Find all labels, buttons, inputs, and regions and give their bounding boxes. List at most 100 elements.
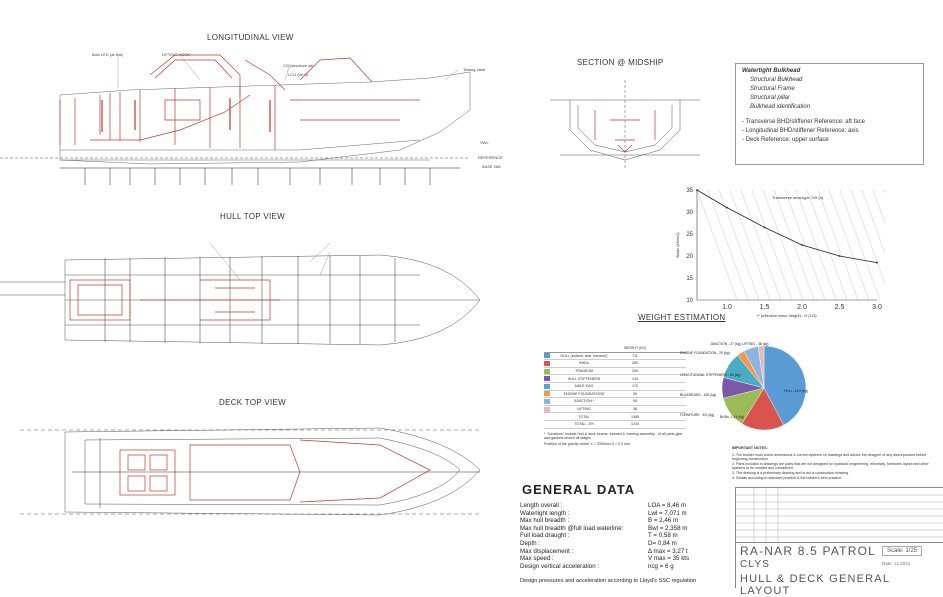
- legend-item: Bulkhead identification: [750, 104, 811, 110]
- x-tick-label: 3.0: [872, 304, 882, 311]
- weight-pie-chart: HULL: 41% (kg) BHDs: 2.14 (kg) FURNITURE -…: [680, 342, 808, 431]
- hatch-line: [795, 189, 837, 301]
- weight-item-value: 711: [632, 353, 638, 358]
- weight-footnote: * "Junctions" include Hull & deck beams,…: [544, 431, 683, 440]
- pie-label: JUNCTION - 27 (kg): [710, 342, 741, 346]
- weight-item-value: 206: [632, 369, 638, 374]
- pressure-curve: [696, 189, 878, 263]
- weight-estimation-title: WEIGHT ESTIMATION: [638, 313, 726, 322]
- legend-note: - Longitudinal BHD/stiffener Reference: …: [742, 128, 859, 134]
- hatch-line: [696, 189, 738, 301]
- lifting-hook-label: LIFTING HOOK: [162, 52, 191, 57]
- general-data-value: Bwl = 2,358 m: [648, 524, 688, 532]
- hatch-line: [718, 189, 760, 301]
- curve-point: [763, 226, 766, 229]
- reference-label: REFERENCE: [478, 155, 503, 160]
- general-data-label: Full load draught :: [520, 532, 570, 540]
- hull-top-view-title: HULL TOP VIEW: [220, 212, 285, 221]
- hatch-line: [784, 189, 826, 301]
- general-data-label: Length overall :: [520, 502, 563, 509]
- weight-item-name: LIFTING: [577, 407, 591, 412]
- legend-note: - Transverse BHD/stiffener Reference: af…: [742, 119, 865, 125]
- deck-top-view-title: DECK TOP VIEW: [219, 398, 287, 407]
- towing-cleat-label: Towing cleat: [463, 67, 486, 72]
- curve-point: [801, 244, 803, 246]
- weight-item-value: 1240: [631, 422, 639, 427]
- general-data-value: ncg = 6 g: [648, 562, 674, 570]
- lcg-label: LCG (ref 0): [288, 72, 309, 77]
- general-data-keys: Length overall :Waterlight length :Max h…: [520, 502, 623, 570]
- hatch-line: [872, 189, 885, 224]
- pie-slice: [763, 345, 807, 426]
- weight-item-name: ENGINE FOUNDATIONS: [563, 391, 605, 396]
- note-item: 4. Details according to standard practic…: [732, 475, 843, 480]
- general-data-label: Design vertical acceleration :: [520, 562, 600, 570]
- section-midship-title: SECTION @ MIDSHIP: [577, 58, 664, 67]
- title-block: RA-NAR 8.5 PATROL Scale: 1/25 CLYS Date:…: [735, 487, 943, 597]
- gravity-center: Position of the gravity center X = 3300m…: [544, 441, 631, 446]
- project-name: RA-NAR 8.5 PATROL: [740, 544, 876, 558]
- curve-point: [876, 261, 878, 264]
- hatch-line: [707, 189, 749, 301]
- x-tick-label: 1.0: [722, 304, 732, 311]
- weight-item-name: HULL STIFFENERS: [567, 376, 601, 381]
- note-item: 2. Parts included in drawings are parts …: [732, 461, 929, 471]
- weight-item-value: 134: [632, 376, 638, 381]
- weight-row: HULL (bottom, side, transom)711: [544, 353, 686, 361]
- weight-swatch: [544, 383, 550, 389]
- date-box: Date: 12.2021: [882, 561, 911, 566]
- y-tick-label: 30: [686, 210, 693, 216]
- general-data-title: GENERAL DATA: [522, 482, 636, 497]
- y-tick-label: 25: [686, 232, 693, 238]
- weight-item-value: 170: [632, 384, 638, 389]
- curve-point: [838, 255, 841, 257]
- y-tick-label: 10: [686, 298, 693, 304]
- y-tick-label: 20: [686, 254, 693, 260]
- weight-item-name: MULE KAG: [574, 384, 594, 389]
- general-data-value: Lwl = 7,071 m: [648, 509, 687, 517]
- pie-slice: [741, 387, 784, 431]
- weight-swatch: [544, 391, 550, 397]
- hatch-line: [751, 189, 793, 301]
- weight-item-value: 95: [633, 399, 637, 404]
- weight-row: TOTAL - 3%1240: [544, 421, 686, 429]
- general-data-label: Max speed :: [520, 555, 554, 563]
- hatch-line: [850, 189, 885, 285]
- pie-label: FURNITURE - 8.0 (kg): [680, 413, 714, 417]
- general-data-label: Depth :: [520, 539, 540, 547]
- weight-row: HULL STIFFENERS 134: [544, 375, 686, 383]
- weight-swatch: [544, 422, 550, 427]
- cg-label: CG (structure wt): [283, 63, 314, 68]
- weight-swatch: [544, 368, 550, 374]
- drawing-title: HULL & DECK GENERAL LAYOUT: [740, 573, 890, 597]
- general-data-value: Δ max = 3,27 t: [648, 547, 688, 555]
- hatch-line: [839, 189, 881, 301]
- hatch-line: [740, 189, 782, 301]
- hatch-line: [817, 189, 859, 301]
- deck-top-view-drawing: [20, 427, 481, 516]
- swl-label: SWL: [480, 140, 489, 145]
- general-data-label: Waterlight length :: [520, 509, 570, 517]
- weight-swatch: [544, 398, 550, 404]
- legend-note: - Deck Reference: upper surface: [742, 137, 829, 143]
- pie-label: LONGITUDINAL STIFFENERS - 50 (kg): [680, 373, 741, 377]
- scale-box: Scale: 1/25: [882, 546, 923, 556]
- x-tick-label: 1.5: [760, 304, 770, 311]
- x-tick-label: 2.0: [797, 304, 807, 311]
- y-tick-label: 35: [686, 188, 693, 194]
- weight-swatch: [544, 360, 550, 366]
- pie-label: BULKHEADS - 150 (kg): [680, 393, 716, 397]
- general-data-value: V max = 35 kts: [648, 555, 690, 563]
- weight-item-value: 280: [632, 361, 638, 366]
- curve-point: [726, 206, 728, 209]
- weight-table: WEIGHT (kG) HULL (bottom, side, transom)…: [544, 345, 686, 446]
- pie-label: HULL: 41% (kg): [784, 389, 808, 393]
- weight-item-value: 1385: [631, 414, 639, 419]
- bow-light-label: Bow LED (at this): [92, 52, 124, 57]
- x-tick-label: 2.5: [835, 304, 845, 311]
- pie-label: BHDs: 2.14 (kg): [720, 415, 744, 419]
